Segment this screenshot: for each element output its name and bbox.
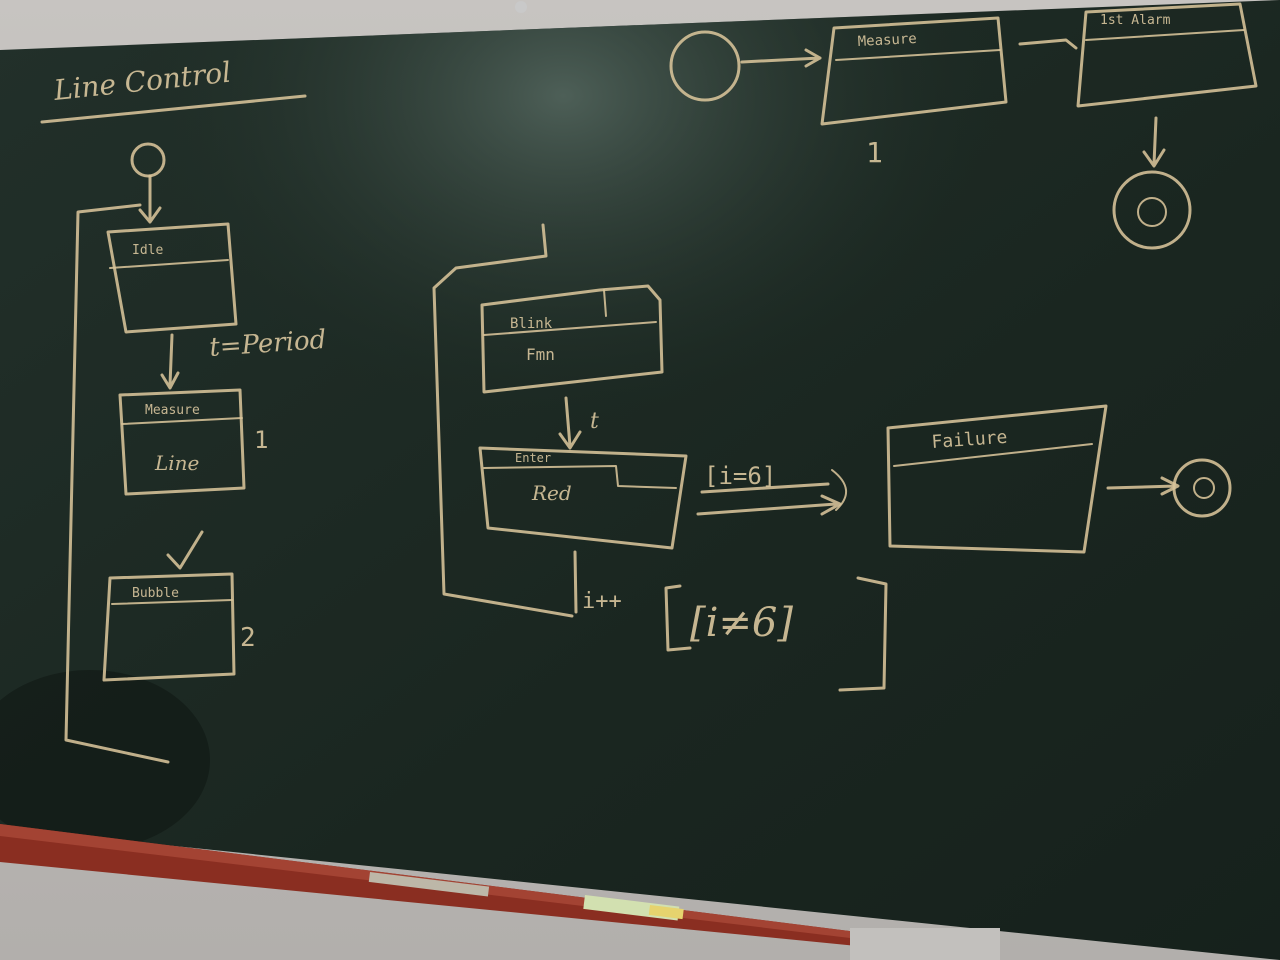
mid-box2-body: Red [531,481,572,505]
mid-box1-label: Blink [510,316,553,332]
left-box1-label: Idle [132,243,163,258]
mid-increment: i++ [582,589,622,614]
top-measure-number: 1 [866,136,883,169]
middle-diagram: Blink Fmn t Enter Red [i=6] i++ [i≠6] Fa… [432,223,1232,692]
top-right-diagram: Measure 1 1st Alarm [669,2,1258,250]
left-box3-number: 2 [240,623,256,653]
guard-right: [i=6] [704,462,776,490]
left-box2-number: 1 [254,426,268,454]
top-measure-label: Measure [857,31,917,50]
guard-bottom: [i≠6] [690,600,793,646]
mid-transition-t: t [590,409,599,434]
top-second-label: 1st Alarm [1100,13,1171,28]
screw [515,1,527,13]
mid-box2-label: Enter [515,451,551,465]
left-box3-label: Bubble [132,586,179,601]
eraser [368,872,490,897]
eraser [850,928,1000,960]
left-box2-body: Line [154,451,199,475]
mid-box1-body: Fmn [526,345,555,364]
left-box2-label: Measure [145,403,200,418]
chalk-piece [648,905,684,920]
